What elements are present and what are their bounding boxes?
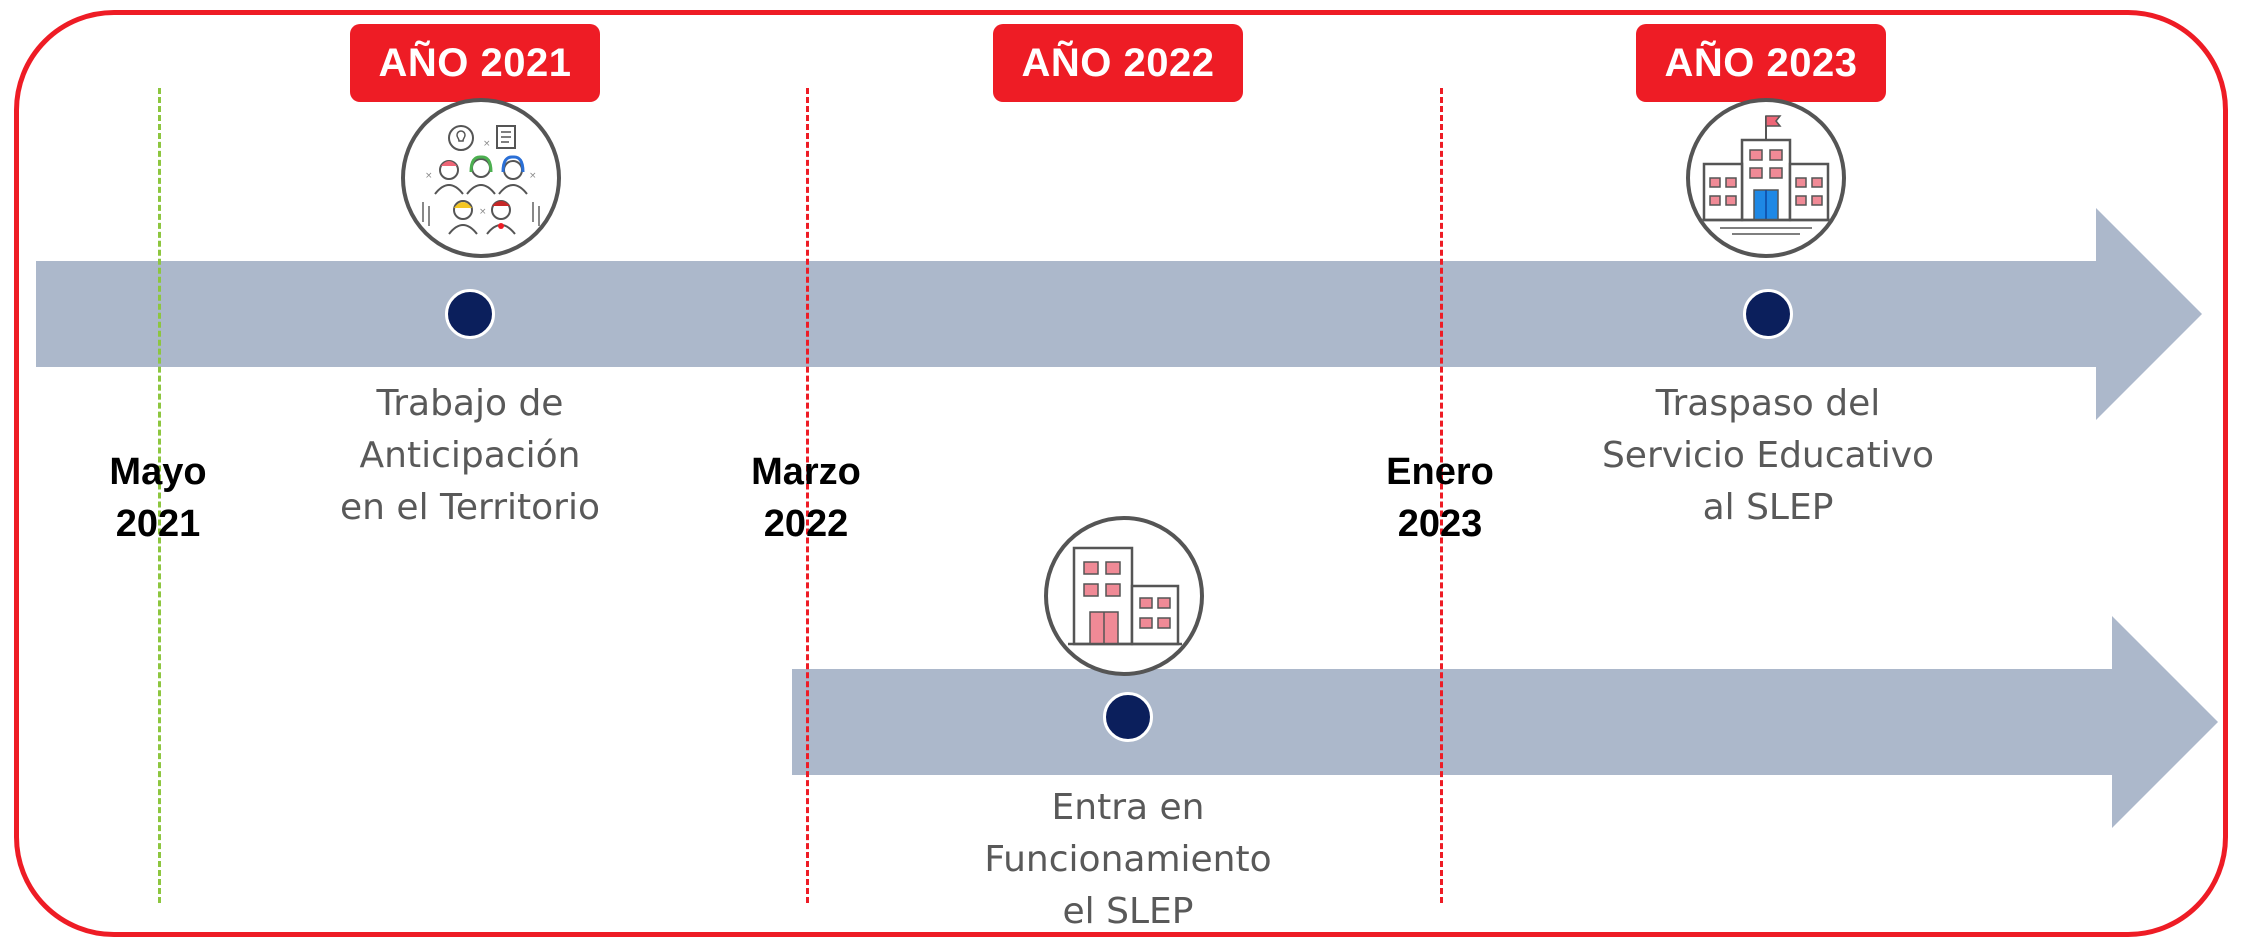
event-text-line: al SLEP xyxy=(1702,487,1834,528)
timeline-frame xyxy=(14,10,2228,937)
milestone-date-marzo-2022: Marzo 2022 xyxy=(706,446,906,550)
year-badge-2023: AÑO 2023 xyxy=(1636,24,1886,102)
event-text-traspaso: Traspaso del Servicio Educativo al SLEP xyxy=(1558,378,1978,534)
event-text-funcionamiento: Entra en Funcionamiento el SLEP xyxy=(918,782,1338,938)
year-badge-2022: AÑO 2022 xyxy=(993,24,1243,102)
milestone-date-mayo-2021: Mayo 2021 xyxy=(58,446,258,550)
milestone-month: Mayo xyxy=(109,451,207,493)
milestone-line-marzo-2022 xyxy=(806,88,809,903)
milestone-date-enero-2023: Enero 2023 xyxy=(1340,446,1540,550)
year-badge-2021: AÑO 2021 xyxy=(350,24,600,102)
event-text-line: Servicio Educativo xyxy=(1601,435,1935,476)
school-building-icon xyxy=(1686,98,1846,258)
milestone-month: Marzo xyxy=(751,451,861,493)
office-building-icon xyxy=(1044,516,1204,676)
timeline-arrow-top xyxy=(36,208,2202,420)
milestone-year: 2023 xyxy=(1397,503,1483,545)
milestone-month: Enero xyxy=(1386,451,1494,493)
milestone-line-mayo-2021 xyxy=(158,88,161,903)
event-text-line: el SLEP xyxy=(1062,891,1194,932)
event-text-line: Traspaso del xyxy=(1655,383,1881,424)
event-dot-2022 xyxy=(1103,692,1153,742)
event-text-line: en el Territorio xyxy=(340,487,600,528)
milestone-year: 2022 xyxy=(763,503,849,545)
event-text-line: Funcionamiento xyxy=(984,839,1272,880)
event-dot-2023 xyxy=(1743,289,1793,339)
svg-text:×: × xyxy=(425,171,433,181)
milestone-year: 2021 xyxy=(115,503,201,545)
svg-text:×: × xyxy=(483,139,491,149)
milestone-line-enero-2023 xyxy=(1440,88,1443,903)
team-people-icon: × × × × xyxy=(401,98,561,258)
svg-text:×: × xyxy=(479,207,487,217)
event-text-line: Trabajo de xyxy=(376,383,564,424)
svg-text:×: × xyxy=(529,171,537,181)
event-text-line: Anticipación xyxy=(359,435,581,476)
event-text-line: Entra en xyxy=(1051,787,1205,828)
event-dot-2021 xyxy=(445,289,495,339)
event-text-anticipacion: Trabajo de Anticipación en el Territorio xyxy=(260,378,680,534)
